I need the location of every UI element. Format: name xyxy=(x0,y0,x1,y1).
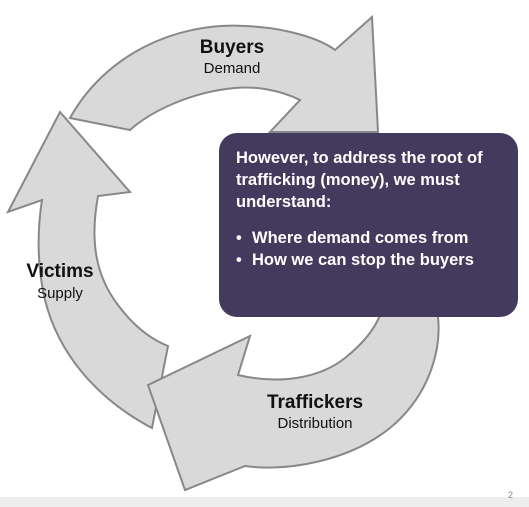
victims-subtitle: Supply xyxy=(37,285,83,302)
buyers-subtitle: Demand xyxy=(203,60,261,77)
page-number: 2 xyxy=(507,490,513,500)
slide-footer-bar xyxy=(0,497,529,507)
callout-bullet-text: Where demand comes from xyxy=(252,229,469,247)
victims-title: Victims xyxy=(26,261,94,282)
cycle-arrow-top xyxy=(68,14,380,133)
callout-bullet-item: • Where demand comes from xyxy=(236,227,504,249)
buyers-title: Buyers xyxy=(199,37,265,58)
cycle-arrow-left xyxy=(5,110,170,430)
callout-bullet-item: • How we can stop the buyers xyxy=(236,249,504,271)
callout-box: However, to address the root of traffick… xyxy=(219,133,518,317)
traffickers-subtitle: Distribution xyxy=(277,415,353,432)
callout-intro: However, to address the root of traffick… xyxy=(236,149,483,211)
bullet-icon: • xyxy=(236,229,242,247)
cycle-arrow-bottom xyxy=(146,304,440,492)
bullet-icon: • xyxy=(236,251,242,269)
callout-bullet-list: • Where demand comes from • How we can s… xyxy=(236,227,504,271)
callout-bullet-text: How we can stop the buyers xyxy=(252,251,474,269)
traffickers-title: Traffickers xyxy=(266,392,364,413)
